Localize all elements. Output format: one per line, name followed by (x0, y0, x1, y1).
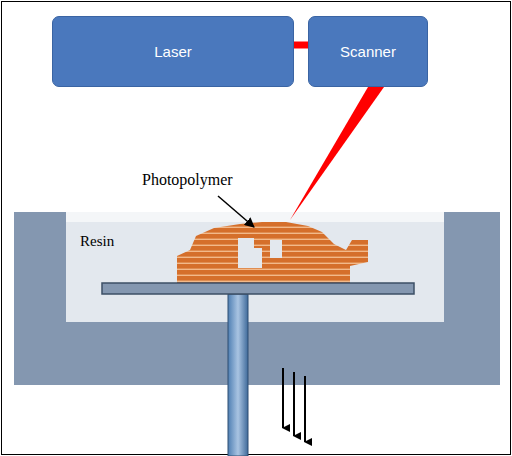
component-box: Laser (52, 16, 294, 87)
leader-arrow (218, 196, 254, 227)
elevator-shaft (228, 294, 248, 456)
component-box: Scanner (308, 16, 428, 87)
box-label: Scanner (340, 43, 396, 60)
part-label: Photopolymer (142, 171, 233, 189)
laser-link (294, 42, 308, 49)
vessel-opening (66, 212, 444, 222)
laser-beam (290, 87, 384, 220)
build-platform (102, 283, 414, 294)
part-label: Resin (80, 233, 114, 250)
down-arrow (293, 372, 295, 436)
down-arrow (282, 368, 284, 428)
box-label: Laser (154, 43, 192, 60)
down-arrow (304, 376, 306, 442)
vessel (14, 212, 500, 385)
resin-bath (66, 222, 444, 322)
printed-part (177, 222, 368, 283)
